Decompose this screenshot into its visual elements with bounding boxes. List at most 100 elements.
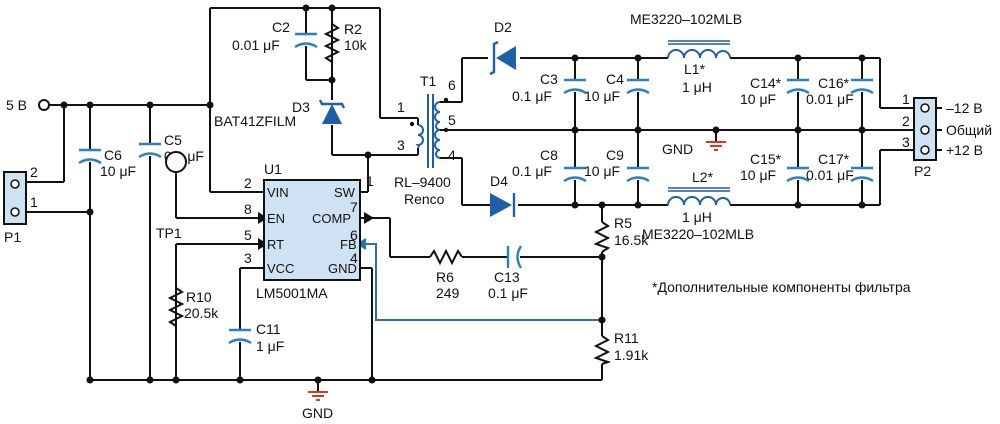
r10-value: 20.5k <box>184 305 219 321</box>
t1-pin3: 3 <box>397 137 405 153</box>
l2-part: ME3220–102MLB <box>642 226 754 242</box>
c8-value: 0.1 μF <box>512 163 552 179</box>
c4-value: 10 μF <box>584 88 620 104</box>
comp-arrow-icon <box>364 212 374 224</box>
ic-pin-en: EN <box>267 211 285 226</box>
capacitor-c15 <box>786 166 810 183</box>
ic-pin-sw: SW <box>334 185 356 200</box>
p2-out-plus12: +12 В <box>946 142 983 158</box>
ic-pinnum-sw: 1 <box>366 173 374 189</box>
ic-pinnum-en: 8 <box>244 201 252 217</box>
r6-value: 249 <box>436 285 460 301</box>
secondary-ground-icon <box>706 141 726 151</box>
inductor-l1 <box>667 40 731 59</box>
d3-ref: D3 <box>292 99 310 115</box>
connector-p1 <box>3 171 34 225</box>
c15-ref: C15* <box>750 151 782 167</box>
r10-ref: R10 <box>186 289 212 305</box>
c2-ref: C2 <box>272 19 290 35</box>
ic-pinnum-vcc: 3 <box>244 250 252 266</box>
wires <box>34 7 904 392</box>
t1-pin5: 5 <box>448 112 456 128</box>
ic-pin-vcc: VCC <box>267 261 294 276</box>
c6-value: 10 μF <box>100 163 136 179</box>
c4-ref: C4 <box>606 71 624 87</box>
c17-ref: C17* <box>818 151 850 167</box>
t1-pin4: 4 <box>448 147 456 163</box>
p1-pin1-label: 1 <box>30 194 38 210</box>
junction-dots <box>60 4 866 384</box>
c16-value: 0.01 μF <box>806 91 854 107</box>
resistor-r2 <box>323 23 341 63</box>
diode-d4 <box>490 193 516 217</box>
c13-ref: C13 <box>494 269 520 285</box>
tp1-label: TP1 <box>156 225 182 241</box>
capacitor-c4 <box>626 78 650 95</box>
c9-value: 10 μF <box>584 163 620 179</box>
l1-part: ME3220–102MLB <box>630 11 742 27</box>
c14-ref: C14* <box>750 75 782 91</box>
resistor-r6 <box>429 248 463 266</box>
r2-value: 10k <box>344 37 368 53</box>
r2-ref: R2 <box>344 21 362 37</box>
p2-out-minus12: –12 В <box>946 100 983 116</box>
c3-value: 0.1 μF <box>512 88 552 104</box>
l2-value: 1 μH <box>682 209 712 225</box>
ic-ref: U1 <box>264 161 282 177</box>
t1-ref: T1 <box>420 73 437 89</box>
c2-value: 0.01 μF <box>232 37 280 53</box>
t1-pin6: 6 <box>448 77 456 93</box>
p1-label: P1 <box>4 229 21 245</box>
d3-part: BAT41ZFILM <box>214 113 296 129</box>
c11-ref: C11 <box>256 321 281 337</box>
c14-value: 10 μF <box>740 91 776 107</box>
r11-ref: R11 <box>614 330 639 346</box>
ic-part: LM5001MA <box>256 285 328 301</box>
capacitor-c2 <box>294 32 318 49</box>
inductor-l2 <box>667 187 731 206</box>
gnd-label: GND <box>302 405 333 421</box>
transformer-t1 <box>409 94 449 168</box>
ic-pinnum-vin: 2 <box>244 175 252 191</box>
ic-pinnum-gnd: 4 <box>350 250 358 266</box>
capacitor-c9 <box>626 166 650 183</box>
supply-label: 5 В <box>6 97 27 113</box>
p2-out-common: Общий <box>946 122 992 138</box>
ic-pin-comp: COMP <box>312 211 351 226</box>
test-point-tp1-icon <box>165 151 187 173</box>
ic-pin-rt: RT <box>267 237 284 252</box>
capacitor-c3 <box>563 78 587 95</box>
r11-value: 1.91k <box>614 347 649 363</box>
capacitor-c17 <box>850 166 874 183</box>
p2-pin2: 2 <box>902 113 910 129</box>
ic-u1 <box>263 179 361 281</box>
capacitor-c5 <box>138 142 162 159</box>
capacitor-c8 <box>563 166 587 183</box>
d4-ref: D4 <box>490 173 508 189</box>
resistor-r11 <box>593 335 612 365</box>
ic-pinnum-fb: 6 <box>350 227 358 243</box>
diode-d2 <box>489 40 516 76</box>
c15-value: 10 μF <box>740 167 776 183</box>
ground-icon <box>308 391 328 401</box>
diode-d3 <box>318 99 346 124</box>
l2-ref: L2* <box>692 169 714 185</box>
capacitor-c6 <box>78 148 102 165</box>
r5-ref: R5 <box>614 215 632 231</box>
d2-ref: D2 <box>494 19 512 35</box>
l1-ref: L1* <box>684 61 706 77</box>
ic-pin-vin: VIN <box>267 185 289 200</box>
c5-ref: C5 <box>164 132 182 148</box>
connector-p2 <box>904 97 942 161</box>
c17-value: 0.01 μF <box>806 167 854 183</box>
feedback-wire <box>362 243 602 321</box>
r6-ref: R6 <box>436 269 454 285</box>
p2-pin1: 1 <box>902 91 910 107</box>
t1-part: RL–9400 <box>394 174 451 190</box>
c16-ref: C16* <box>818 75 850 91</box>
capacitor-c16 <box>850 78 874 95</box>
p2-pin3: 3 <box>902 134 910 150</box>
c6-ref: C6 <box>104 147 122 163</box>
